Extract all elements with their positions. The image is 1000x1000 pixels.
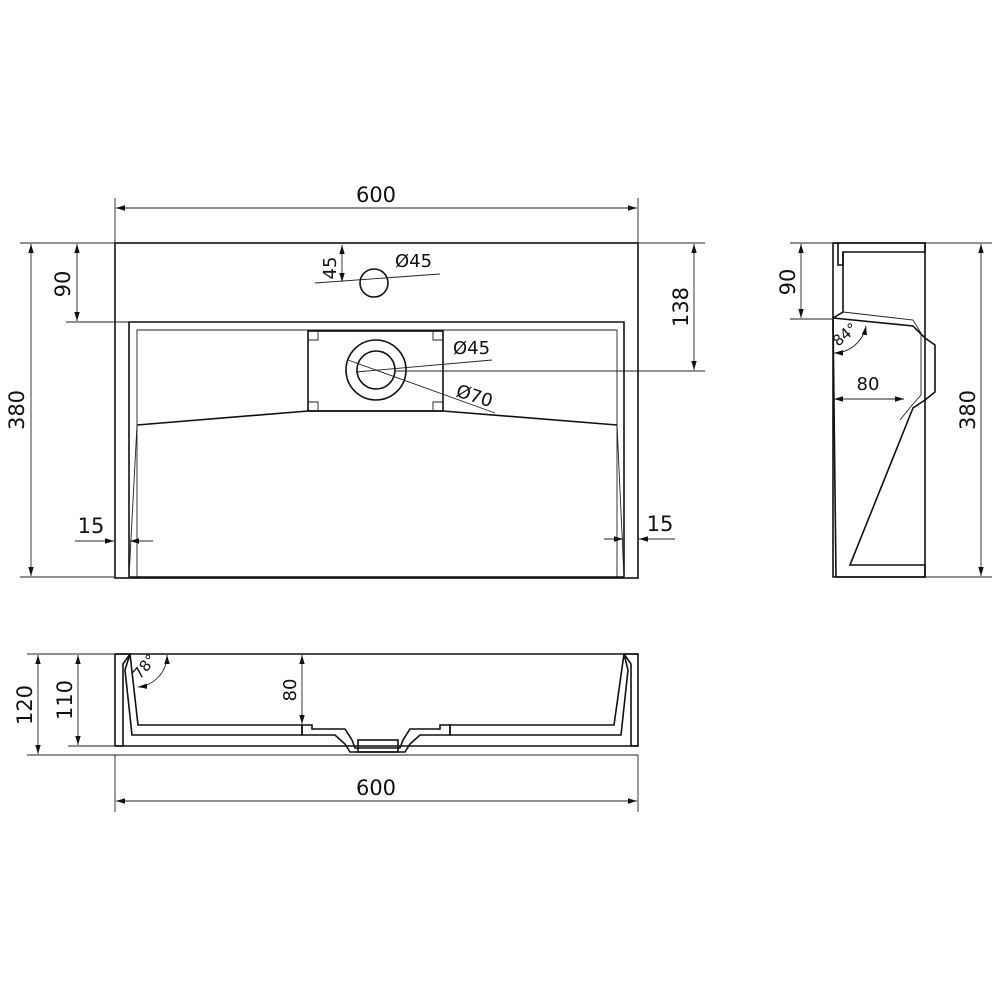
bowl-depth-label: 80 — [280, 679, 301, 702]
drain-inner-diameter-label: Ø45 — [453, 338, 490, 359]
drain-outer-diameter-label: Ø70 — [453, 381, 495, 412]
drain-outer-circle — [345, 339, 407, 401]
side-bowl-width-label: 80 — [857, 374, 880, 395]
left-rim-label: 15 — [78, 514, 105, 538]
drain-section — [301, 724, 451, 753]
side-offset-90-label: 90 — [776, 269, 800, 296]
front-width-label: 600 — [356, 776, 396, 800]
inner-height-label: 110 — [53, 680, 77, 720]
top-view: Ø45 Ø70 45 Ø45 600 380 90 138 15 15 — [5, 183, 705, 579]
side-depth-label: 380 — [956, 390, 980, 430]
top-depth-label: 380 — [5, 390, 29, 430]
wall-angle-label: 78° — [129, 651, 160, 683]
top-offset-90-label: 90 — [51, 271, 75, 298]
bowl-rim-outline — [128, 321, 625, 577]
top-view-outline — [114, 242, 639, 579]
drain-offset-138-label: 138 — [669, 287, 693, 327]
tap-hole — [359, 268, 389, 298]
drain-inner-circle — [356, 350, 396, 390]
right-rim-label: 15 — [647, 512, 674, 536]
tap-hole-diameter-label: Ø45 — [395, 251, 432, 272]
side-view: 90 84° 80 380 — [776, 242, 992, 578]
tap-hole-offset-label: 45 — [320, 257, 341, 280]
top-width-label: 600 — [356, 183, 396, 207]
bowl-slope-line — [136, 410, 618, 426]
side-section-hatched — [832, 317, 936, 578]
front-section: 120 110 80 78° 600 — [13, 651, 639, 812]
total-height-label: 120 — [13, 685, 37, 725]
bowl-inner-outline — [136, 329, 618, 577]
